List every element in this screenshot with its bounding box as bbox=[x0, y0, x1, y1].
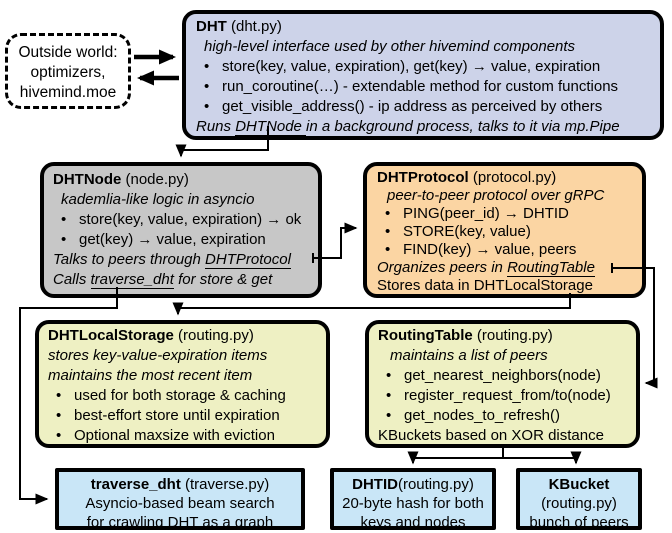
dhtnode-box: DHTNode (node.py) kademlia-like logic in… bbox=[40, 162, 322, 298]
bullet-dot: • bbox=[386, 387, 392, 404]
dhtprotocol-title-name: DHTProtocol bbox=[377, 169, 469, 186]
kbucket-desc: bunch of peers bbox=[529, 514, 629, 531]
routingtable-box: RoutingTable (routing.py) maintains a li… bbox=[365, 320, 640, 448]
routingtable-title: RoutingTable (routing.py) bbox=[378, 326, 632, 346]
dhtprotocol-bullet-3: •FIND(key) → value, peers bbox=[377, 241, 638, 259]
localstorage-reference: LocalStorage bbox=[504, 277, 593, 295]
dhtprotocol-bullet-2: •STORE(key, value) bbox=[377, 223, 638, 241]
routingtable-bullet-2: •register_request_from/to(node) bbox=[378, 386, 632, 406]
routingtable-subtitle: maintains a list of peers bbox=[390, 347, 548, 364]
dhtlocalstorage-title-name: DHTLocalStorage bbox=[48, 327, 174, 344]
traverse-dht-box: traverse_dht (traverse.py) Asyncio-based… bbox=[55, 468, 305, 531]
dht-title-file: (dht.py) bbox=[226, 18, 282, 35]
bullet-dot: • bbox=[385, 223, 391, 240]
outside-world-line1: Outside world: bbox=[18, 44, 118, 61]
dht-footer: Runs DHTNode in a background process, ta… bbox=[196, 118, 620, 136]
dhtprotocol-footer-2: Stores data in DHTLocalStorage bbox=[377, 277, 593, 295]
outside-world-box: Outside world: optimizers, hivemind.moe bbox=[5, 33, 131, 109]
routingtable-reference: RoutingTable bbox=[507, 259, 595, 277]
bullet-dot: • bbox=[56, 407, 62, 424]
dhtid-title: DHTID(routing.py) bbox=[334, 475, 492, 494]
bullet-dot: • bbox=[386, 367, 392, 384]
dht-subtitle: high-level interface used by other hivem… bbox=[204, 38, 576, 55]
dhtnode-title-file: (node.py) bbox=[121, 171, 189, 188]
routingtable-footer: KBuckets based on XOR distance bbox=[378, 427, 604, 444]
dhtnode-title-name: DHTNode bbox=[53, 171, 122, 188]
dhtnode-bullet-2: •get(key) → value, expiration bbox=[53, 230, 314, 250]
bullet-dot: • bbox=[56, 387, 62, 404]
dhtlocalstorage-subtitle-1: stores key-value-expiration items bbox=[48, 347, 268, 364]
traverse-dht-title: traverse_dht (traverse.py) bbox=[59, 475, 301, 494]
routingtable-title-name: RoutingTable bbox=[378, 327, 473, 344]
bullet-dot: • bbox=[386, 407, 392, 424]
bullet-dot: • bbox=[56, 427, 62, 444]
traverse-dht-reference: traverse_dht bbox=[90, 271, 174, 289]
bullet-dot: • bbox=[204, 98, 210, 115]
bullet-dot: • bbox=[385, 241, 391, 258]
dht-bullet-1: •store(key, value, expiration), get(key)… bbox=[196, 57, 654, 77]
outside-world-line3: hivemind.moe bbox=[19, 84, 117, 101]
dhtid-line-2: keys and nodes bbox=[360, 514, 466, 531]
dhtprotocol-box: DHTProtocol (protocol.py) peer-to-peer p… bbox=[363, 162, 646, 298]
dhtid-line-1: 20-byte hash for both bbox=[342, 495, 484, 512]
dht-title: DHT (dht.py) bbox=[196, 17, 654, 37]
kbucket-box: KBucket (routing.py) bunch of peers bbox=[516, 468, 642, 531]
dhtnode-subtitle: kademlia-like logic in asyncio bbox=[61, 191, 255, 208]
kbucket-title-name: KBucket bbox=[548, 476, 610, 493]
traverse-dht-line-1: Asyncio-based beam search bbox=[85, 495, 275, 512]
dhtid-title-file: (routing.py) bbox=[397, 476, 474, 493]
dhtnode-reference: DHTNode bbox=[235, 118, 307, 136]
dht-title-name: DHT bbox=[196, 18, 227, 35]
dhtprotocol-title-file: (protocol.py) bbox=[468, 169, 557, 186]
bullet-dot: • bbox=[204, 58, 210, 75]
dht-box: DHT (dht.py) high-level interface used b… bbox=[182, 10, 664, 140]
bullet-dot: • bbox=[385, 205, 391, 222]
dhtlocalstorage-bullet-1: •used for both storage & caching bbox=[48, 386, 322, 406]
dhtprotocol-footer-1: Organizes peers in RoutingTable bbox=[377, 259, 595, 277]
dhtnode-footer-2: Calls traverse_dht for store & get bbox=[53, 271, 273, 289]
outside-world-line2: optimizers, bbox=[30, 64, 106, 81]
dht-bullet-2: •run_coroutine(…) - extendable method fo… bbox=[196, 77, 654, 97]
dht-bullet-3: •get_visible_address() - ip address as p… bbox=[196, 97, 654, 117]
traverse-dht-title-file: (traverse.py) bbox=[180, 476, 270, 493]
routingtable-title-file: (routing.py) bbox=[472, 327, 553, 344]
dhtprotocol-reference: DHTProtocol bbox=[205, 251, 291, 269]
dhtnode-bullet-1: •store(key, value, expiration) → ok bbox=[53, 210, 314, 230]
routingtable-bullet-1: •get_nearest_neighbors(node) bbox=[378, 366, 632, 386]
dhtid-box: DHTID(routing.py) 20-byte hash for both … bbox=[330, 468, 496, 531]
dhtprotocol-title: DHTProtocol (protocol.py) bbox=[377, 169, 638, 187]
dhtprotocol-subtitle: peer-to-peer protocol over gRPC bbox=[387, 187, 605, 204]
kbucket-file: (routing.py) bbox=[541, 495, 617, 512]
routingtable-bullet-3: •get_nodes_to_refresh() bbox=[378, 406, 632, 426]
bullet-dot: • bbox=[61, 231, 67, 248]
dhtlocalstorage-box: DHTLocalStorage (routing.py) stores key-… bbox=[35, 320, 330, 448]
dhtnode-footer-1: Talks to peers through DHTProtocol bbox=[53, 251, 291, 269]
dhtnode-title: DHTNode (node.py) bbox=[53, 170, 314, 190]
dhtlocalstorage-title-file: (routing.py) bbox=[173, 327, 254, 344]
traverse-dht-title-name: traverse_dht bbox=[90, 476, 181, 493]
dhtprotocol-bullet-1: •PING(peer_id) → DHTID bbox=[377, 205, 638, 223]
dhtlocalstorage-title: DHTLocalStorage (routing.py) bbox=[48, 326, 322, 346]
dhtlocalstorage-subtitle-2: maintains the most recent item bbox=[48, 367, 253, 384]
dhtlocalstorage-bullet-3: •Optional maxsize with eviction bbox=[48, 426, 322, 446]
dhtlocalstorage-bullet-2: •best-effort store until expiration bbox=[48, 406, 322, 426]
dhtid-title-name: DHTID bbox=[352, 476, 398, 493]
kbucket-title: KBucket bbox=[520, 475, 638, 494]
traverse-dht-line-2: for crawling DHT as a graph bbox=[86, 514, 274, 531]
bullet-dot: • bbox=[204, 78, 210, 95]
bullet-dot: • bbox=[61, 211, 67, 228]
